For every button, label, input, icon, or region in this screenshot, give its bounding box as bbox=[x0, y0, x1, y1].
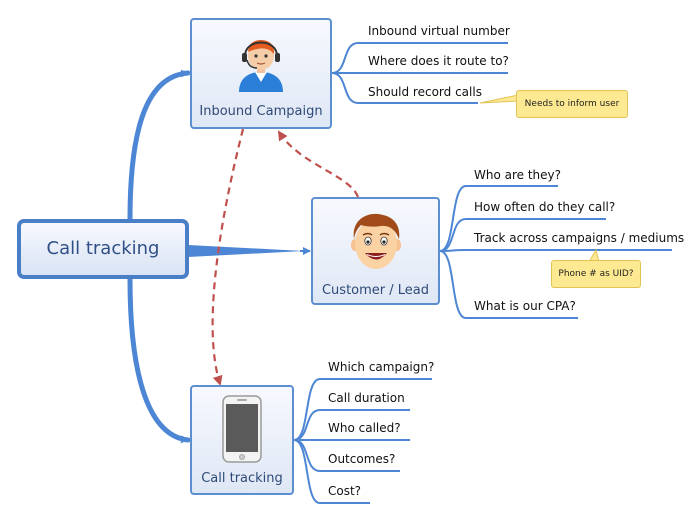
central-topic[interactable]: Call tracking bbox=[17, 219, 189, 279]
leaf-should-record[interactable]: Should record calls bbox=[368, 85, 482, 99]
leaf-who-are-they[interactable]: Who are they? bbox=[474, 168, 562, 182]
operator-headset-icon bbox=[239, 40, 283, 92]
leaf-who-called[interactable]: Who called? bbox=[328, 421, 401, 435]
smiling-face-icon bbox=[351, 213, 401, 269]
leaf-which-campaign[interactable]: Which campaign? bbox=[328, 360, 435, 374]
leaf-cost[interactable]: Cost? bbox=[328, 484, 362, 498]
leaf-where-route[interactable]: Where does it route to? bbox=[368, 54, 509, 68]
inbound-leaf-lines bbox=[331, 42, 508, 104]
topic-customer-lead[interactable]: Customer / Lead bbox=[311, 197, 440, 305]
branch-to-calltracking bbox=[127, 276, 191, 444]
branch-to-inbound bbox=[127, 69, 191, 222]
leaf-call-duration[interactable]: Call duration bbox=[328, 391, 405, 405]
topic-call-tracking[interactable]: Call tracking bbox=[190, 385, 294, 495]
topic-label: Inbound Campaign bbox=[199, 104, 323, 119]
note-phone-as-uid[interactable]: Phone # as UID? bbox=[551, 260, 641, 288]
relation-inbound-to-calltracking bbox=[211, 128, 245, 386]
calltracking-leaf-lines bbox=[293, 378, 432, 504]
leaf-track-across[interactable]: Track across campaigns / mediums bbox=[474, 231, 685, 245]
leaf-inbound-virtual-number[interactable]: Inbound virtual number bbox=[368, 24, 510, 38]
branch-to-customer bbox=[188, 245, 304, 257]
note-needs-to-inform-user[interactable]: Needs to inform user bbox=[516, 90, 628, 118]
leaf-how-often[interactable]: How often do they call? bbox=[474, 200, 616, 214]
topic-label: Customer / Lead bbox=[321, 283, 430, 298]
relation-customer-to-inbound bbox=[277, 130, 360, 198]
mobile-phone-icon bbox=[222, 395, 262, 463]
note-connector-inbound bbox=[479, 94, 519, 104]
topic-label: Call tracking bbox=[201, 471, 283, 486]
leaf-outcomes[interactable]: Outcomes? bbox=[328, 452, 396, 466]
leaf-what-is-cpa[interactable]: What is our CPA? bbox=[474, 299, 576, 313]
customer-leaf-lines bbox=[439, 185, 672, 319]
topic-inbound-campaign[interactable]: Inbound Campaign bbox=[190, 18, 332, 129]
